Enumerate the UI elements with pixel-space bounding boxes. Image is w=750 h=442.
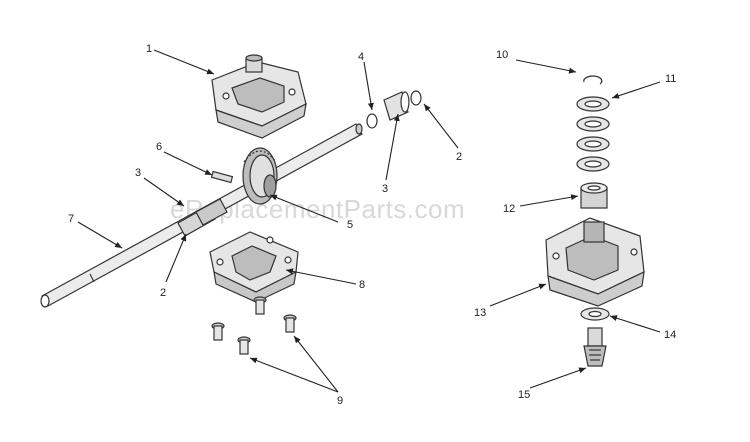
part-small-ring bbox=[366, 113, 378, 129]
callout-14: 14 bbox=[664, 329, 676, 341]
bolt bbox=[237, 336, 251, 355]
part-lower-housing bbox=[209, 231, 299, 303]
callout-2: 2 bbox=[456, 151, 462, 163]
callout-2: 2 bbox=[160, 287, 166, 299]
part-ring bbox=[410, 90, 422, 106]
callout-13: 13 bbox=[474, 307, 486, 319]
callout-12: 12 bbox=[503, 203, 515, 215]
callout-15: 15 bbox=[518, 389, 530, 401]
callout-3: 3 bbox=[135, 167, 141, 179]
callout-11: 11 bbox=[665, 73, 676, 85]
callout-labels: 1 2 2 3 3 4 5 6 7 8 9 10 11 12 13 14 15 bbox=[68, 43, 676, 407]
part-thrust-washer bbox=[580, 307, 610, 321]
callout-4: 4 bbox=[358, 51, 364, 63]
part-snap-ring bbox=[583, 75, 603, 85]
bolt bbox=[211, 322, 225, 341]
bolt bbox=[283, 314, 297, 333]
leader-lines bbox=[77, 49, 661, 393]
part-pin bbox=[210, 170, 234, 184]
callout-8: 8 bbox=[359, 279, 365, 291]
callout-3: 3 bbox=[382, 183, 388, 195]
callout-7: 7 bbox=[68, 213, 74, 225]
callout-9: 9 bbox=[337, 395, 343, 407]
part-bolts bbox=[211, 296, 297, 355]
part-gear bbox=[242, 147, 278, 205]
part-shaft-collars bbox=[177, 198, 228, 237]
bolt bbox=[253, 296, 267, 315]
part-pinion-gear bbox=[583, 327, 607, 367]
callout-6: 6 bbox=[156, 141, 162, 153]
part-bushing bbox=[383, 91, 410, 121]
callout-10: 10 bbox=[496, 49, 508, 61]
part-washers bbox=[576, 96, 610, 172]
callout-1: 1 bbox=[146, 43, 152, 55]
part-upper-housing bbox=[211, 54, 307, 139]
callout-5: 5 bbox=[347, 219, 353, 231]
part-gearbox-housing bbox=[545, 217, 645, 307]
part-bearing bbox=[580, 182, 608, 209]
